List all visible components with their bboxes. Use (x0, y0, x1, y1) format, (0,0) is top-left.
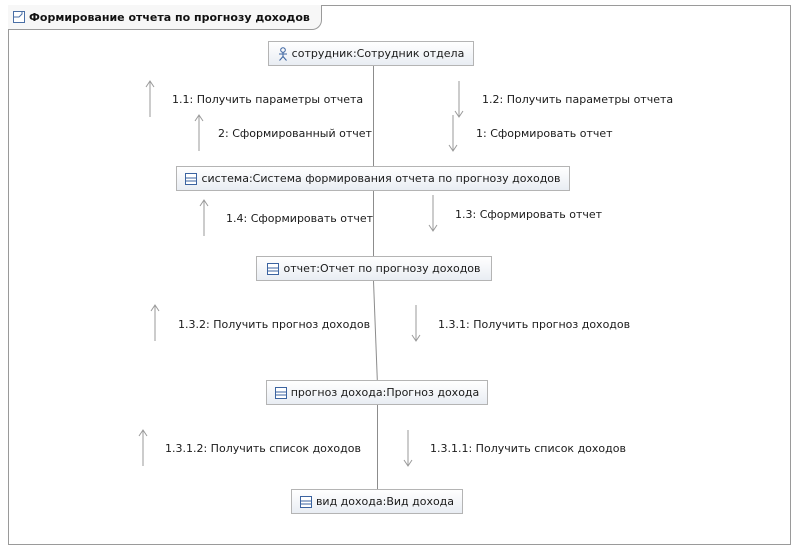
diagram-title-tab[interactable]: Формирование отчета по прогнозу доходов (8, 5, 322, 30)
arrow-down-icon (428, 195, 438, 232)
link-system-report (373, 191, 374, 256)
message-label: 1.3: Сформировать отчет (455, 208, 603, 221)
arrow-up-icon (199, 199, 209, 236)
message-label: 1.3.1.1: Получить список доходов (430, 442, 626, 455)
object-income-type[interactable]: вид дохода:Вид дохода (291, 489, 463, 514)
class-icon (274, 386, 287, 399)
message-label: 1.3.1: Получить прогноз доходов (438, 318, 631, 331)
arrow-up-icon (194, 114, 204, 151)
arrow-down-icon (454, 81, 464, 118)
message-label: 1.2: Получить параметры отчета (482, 93, 674, 106)
object-forecast[interactable]: прогноз дохода:Прогноз дохода (266, 380, 488, 405)
object-report[interactable]: отчет:Отчет по прогнозу доходов (256, 256, 492, 281)
link-employee-system (373, 66, 374, 166)
arrow-down-icon (411, 305, 421, 342)
object-label: система:Система формирования отчета по п… (201, 172, 561, 185)
class-icon (267, 262, 280, 275)
object-label: вид дохода:Вид дохода (315, 495, 455, 508)
message-label: 1: Сформировать отчет (476, 127, 613, 140)
link-forecast-incometype (377, 405, 378, 489)
diagram-title: Формирование отчета по прогнозу доходов (29, 10, 310, 24)
message-label: 1.3.1.2: Получить список доходов (165, 442, 361, 455)
object-employee[interactable]: сотрудник:Сотрудник отдела (268, 41, 474, 66)
arrow-down-icon (403, 430, 413, 467)
arrow-up-icon (138, 429, 148, 466)
message-label: 1.1: Получить параметры отчета (172, 93, 364, 106)
class-icon (185, 172, 198, 185)
object-label: прогноз дохода:Прогноз дохода (290, 386, 480, 399)
actor-icon (278, 46, 287, 61)
message-label: 1.4: Сформировать отчет (226, 212, 374, 225)
class-icon (299, 495, 312, 508)
arrow-up-icon (145, 80, 155, 117)
arrow-down-icon (448, 115, 458, 152)
message-label: 1.3.2: Получить прогноз доходов (178, 318, 371, 331)
diagram-frame-icon (13, 11, 25, 23)
object-label: сотрудник:Сотрудник отдела (291, 47, 465, 60)
arrow-up-icon (150, 304, 160, 341)
object-label: отчет:Отчет по прогнозу доходов (283, 262, 481, 275)
message-label: 2: Сформированный отчет (218, 127, 372, 140)
object-system[interactable]: система:Система формирования отчета по п… (176, 166, 570, 191)
